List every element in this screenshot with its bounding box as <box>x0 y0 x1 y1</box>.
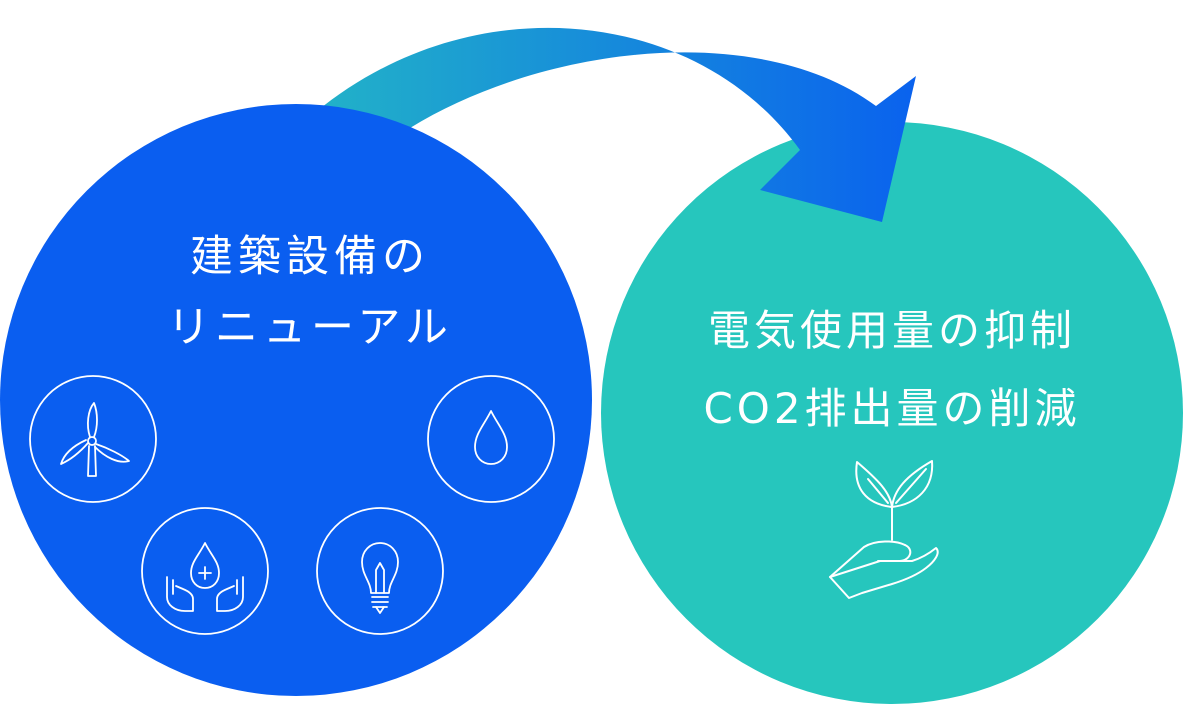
result-title-line-2: CO2排出量の削減 <box>703 384 1081 433</box>
light-bulb-icon <box>316 507 444 635</box>
sprout-in-hand-icon <box>829 460 939 599</box>
renewal-title: 建築設備の リニューアル <box>40 222 580 364</box>
wind-turbine-icon <box>29 375 157 503</box>
result-title-line-1: 電気使用量の抑制 <box>707 306 1076 355</box>
renewal-title-line-1: 建築設備の <box>190 232 430 282</box>
flow-arrow <box>316 27 916 222</box>
result-circle <box>601 122 1183 704</box>
result-title: 電気使用量の抑制 CO2排出量の削減 <box>602 292 1182 448</box>
renewal-circle <box>0 104 592 696</box>
hands-water-icon <box>141 507 269 635</box>
water-drop-icon <box>427 375 555 503</box>
renewal-title-line-2: リニューアル <box>167 303 453 353</box>
